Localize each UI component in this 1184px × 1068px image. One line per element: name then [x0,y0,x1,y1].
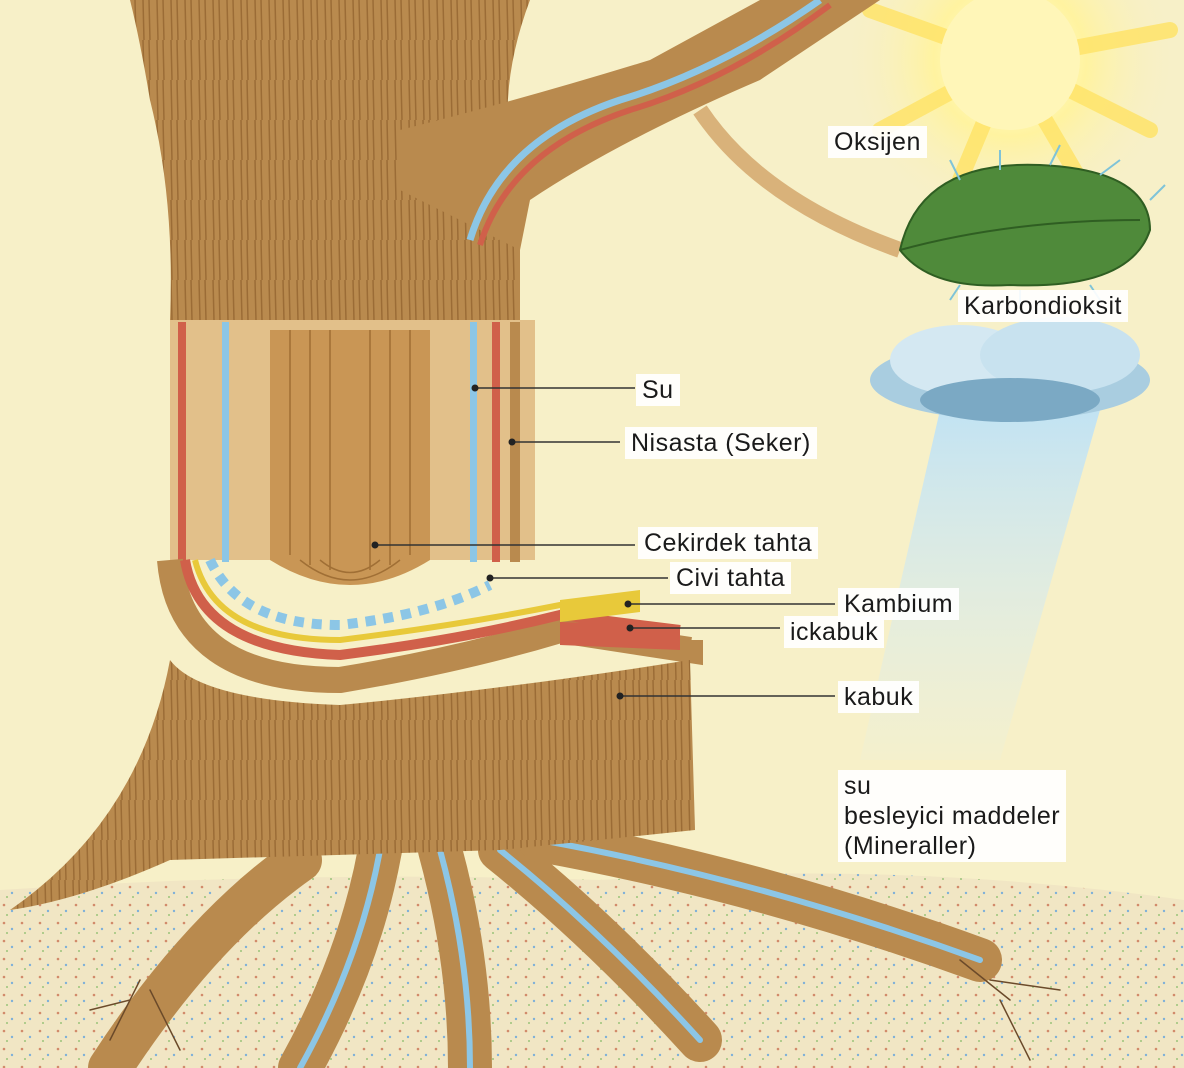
label-kabuk: kabuk [838,681,919,713]
cloud-icon [870,317,1150,422]
label-roots-su: su [844,771,1060,801]
label-roots-besleyici: besleyici maddeler [844,801,1060,831]
label-civi-tahta: Civi tahta [670,562,791,594]
heartwood [270,330,430,585]
label-su: Su [636,374,680,406]
label-roots: su besleyici maddeler (Mineraller) [838,770,1066,862]
label-cekirdek-tahta: Cekirdek tahta [638,527,818,559]
label-roots-mineraller: (Mineraller) [844,831,1060,861]
label-oksijen: Oksijen [828,126,927,158]
label-nisasta: Nisasta (Seker) [625,427,817,459]
label-karbondioksit: Karbondioksit [958,290,1128,322]
label-ickabuk: ickabuk [784,616,884,648]
